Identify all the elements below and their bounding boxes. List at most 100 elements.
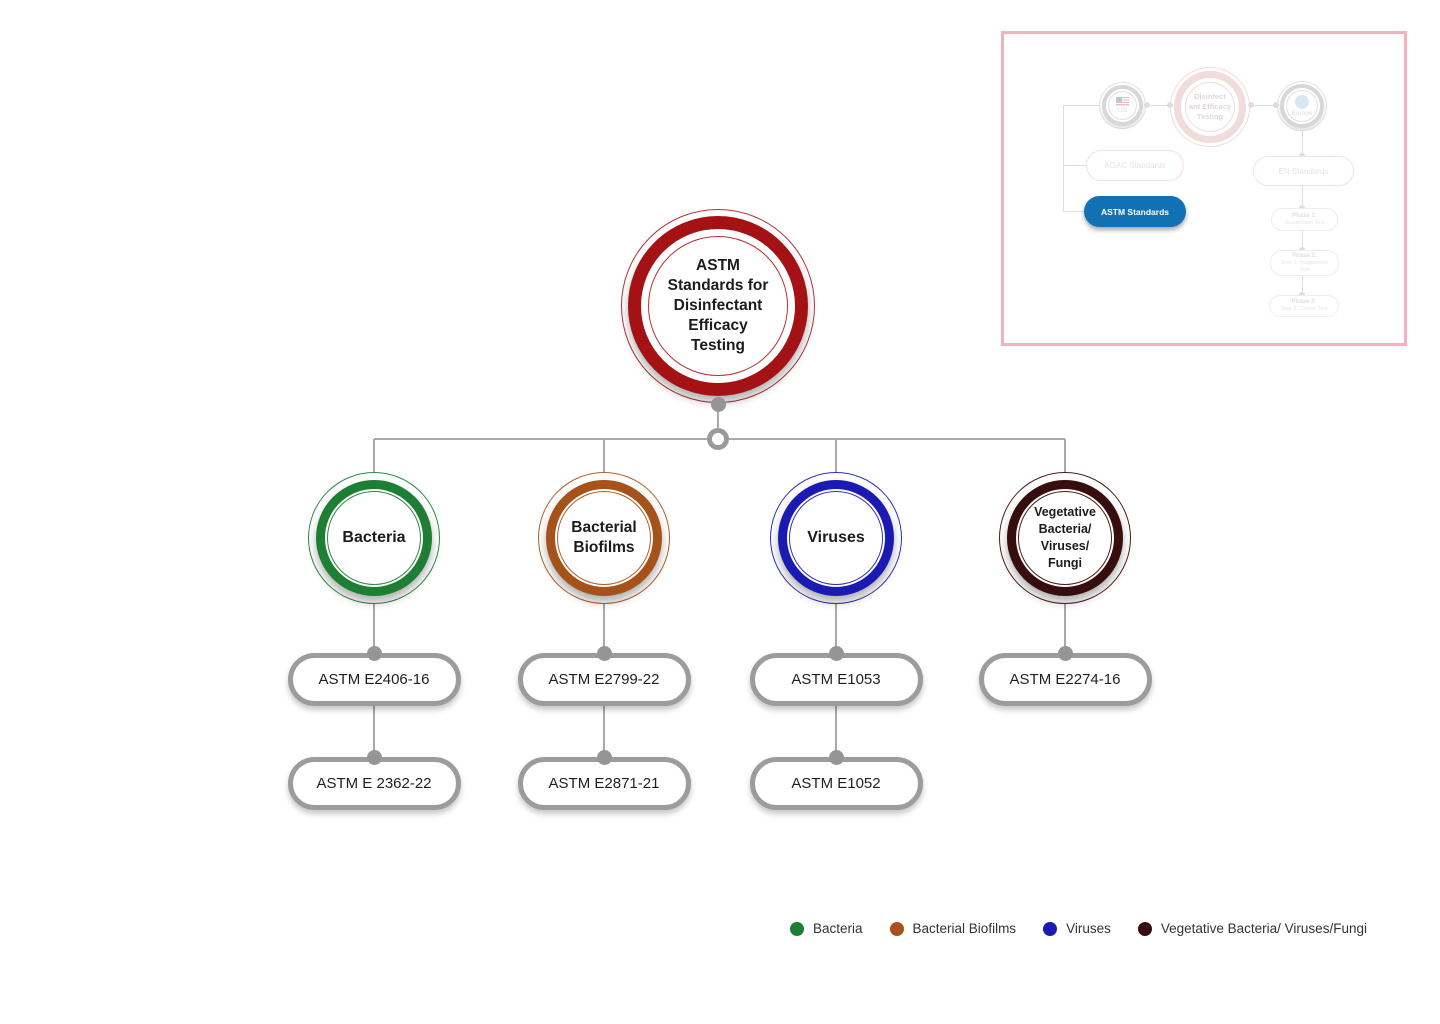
legend-item-bacteria: Bacteria bbox=[790, 921, 863, 936]
pill-astm-e2871-21[interactable]: ASTM E2871-21 bbox=[517, 757, 691, 810]
connector-line bbox=[603, 439, 605, 472]
mm-pill-title: Phase 2: bbox=[1292, 252, 1317, 259]
pill-label: ASTM E1053 bbox=[791, 671, 881, 688]
root-node-astm-standards[interactable]: ASTM Standards for Disinfectant Efficacy… bbox=[621, 209, 815, 403]
mm-connector-dot bbox=[1299, 205, 1305, 211]
mm-pill-astm-standards-active[interactable]: ASTM Standards bbox=[1084, 196, 1186, 227]
branch-junction-circle bbox=[707, 428, 729, 450]
mm-node-disinfectant-efficacy-testing: Disinfect ant Efficacy Testing bbox=[1170, 67, 1250, 147]
connector-line bbox=[835, 439, 837, 472]
pill-astm-e2274-16[interactable]: ASTM E2274-16 bbox=[978, 653, 1152, 706]
node-inner-ring: Vegetative Bacteria/ Viruses/ Fungi bbox=[1018, 491, 1112, 585]
node-label: Vegetative Bacteria/ Viruses/ Fungi bbox=[1034, 505, 1096, 570]
mm-connector-dot bbox=[1248, 102, 1254, 108]
pill-astm-e2406-16[interactable]: ASTM E2406-16 bbox=[287, 653, 461, 706]
mm-connector-line bbox=[1144, 105, 1172, 106]
mm-node-label: Europe bbox=[1291, 110, 1313, 117]
legend-label: Viruses bbox=[1066, 921, 1111, 936]
connector-line bbox=[373, 604, 375, 654]
mm-connector-line bbox=[1063, 105, 1064, 212]
root-connector-dot bbox=[710, 396, 726, 412]
mm-ring bbox=[1170, 67, 1250, 147]
node-bacterial-biofilms[interactable]: Bacterial Biofilms bbox=[538, 472, 670, 604]
mm-pill-label: AOAC Standards bbox=[1104, 161, 1166, 170]
legend-dot-bacteria-icon bbox=[790, 921, 804, 936]
pill-label: ASTM E2871-21 bbox=[548, 775, 660, 792]
mm-connector-dot bbox=[1299, 292, 1305, 298]
legend-item-vegetative: Vegetative Bacteria/ Viruses/Fungi bbox=[1137, 921, 1367, 936]
pill-label: ASTM E2799-22 bbox=[548, 671, 660, 688]
mm-node-label: Disinfect ant Efficacy Testing bbox=[1188, 92, 1232, 121]
node-label: Viruses bbox=[807, 528, 865, 546]
mm-ring bbox=[1099, 82, 1146, 129]
mm-pill-en-standards: EN Standards bbox=[1253, 156, 1354, 186]
node-label: Bacteria bbox=[342, 528, 406, 546]
node-outer-ring bbox=[999, 472, 1131, 604]
pill-label: ASTM E1052 bbox=[791, 775, 881, 792]
mm-connector-line bbox=[1301, 130, 1303, 156]
us-flag-icon bbox=[1116, 97, 1129, 106]
legend-dot-viruses-icon bbox=[1043, 921, 1058, 936]
root-node-label: ASTM Standards for Disinfectant Efficacy… bbox=[667, 256, 769, 355]
mm-pill-label: ASTM Standards bbox=[1100, 206, 1169, 217]
mm-node-us: US bbox=[1099, 82, 1146, 129]
node-inner-ring: Bacteria bbox=[327, 491, 421, 585]
connector-line bbox=[1064, 604, 1066, 654]
root-stem-line bbox=[717, 404, 719, 439]
mm-pill-phase2-step2-carrier-test: Phase 2: Step 2: Carrier Test bbox=[1269, 295, 1339, 317]
connector-dot bbox=[1057, 646, 1073, 661]
mm-pill-label: EN Standards bbox=[1278, 166, 1329, 176]
root-inner-ring: ASTM Standards for Disinfectant Efficacy… bbox=[648, 236, 788, 376]
mm-connector-line bbox=[1301, 276, 1303, 295]
connector-dot bbox=[366, 646, 382, 661]
mm-connector-line bbox=[1063, 211, 1084, 212]
mm-pill-aoac-standards: AOAC Standards bbox=[1086, 150, 1184, 181]
node-outer-ring bbox=[538, 472, 670, 604]
mm-connector-dot bbox=[1299, 247, 1305, 253]
node-viruses[interactable]: Viruses bbox=[770, 472, 902, 604]
connector-line bbox=[835, 706, 837, 758]
minimap-overview-panel[interactable]: US Disinfect ant Efficacy Testing Europe bbox=[1001, 31, 1407, 346]
connector-dot bbox=[596, 750, 612, 765]
mm-connector-dot bbox=[1273, 102, 1279, 108]
mm-pill-title: Phase 2: bbox=[1291, 299, 1317, 306]
mm-ring: Europe bbox=[1286, 90, 1318, 122]
node-outer-ring bbox=[308, 472, 440, 604]
mm-node-label: US bbox=[1117, 107, 1128, 114]
minimap-faded-content: US Disinfect ant Efficacy Testing Europe bbox=[1004, 34, 1404, 343]
node-bacteria[interactable]: Bacteria bbox=[308, 472, 440, 604]
mm-pill-subtitle: Step 1: Suspension Test bbox=[1280, 260, 1329, 273]
node-label: Bacterial Biofilms bbox=[571, 518, 637, 556]
pill-label: ASTM E2406-16 bbox=[318, 671, 430, 688]
node-vegetative-bacteria-viruses-fungi[interactable]: Vegetative Bacteria/ Viruses/ Fungi bbox=[999, 472, 1131, 604]
mm-connector-line bbox=[1301, 186, 1303, 208]
connector-dot bbox=[366, 750, 382, 765]
legend-label: Vegetative Bacteria/ Viruses/Fungi bbox=[1160, 921, 1367, 936]
legend-dot-biofilms-icon bbox=[889, 921, 904, 936]
connector-dot bbox=[596, 646, 612, 661]
europe-circle-icon bbox=[1295, 95, 1309, 109]
mm-connector-line bbox=[1301, 231, 1303, 250]
connector-line bbox=[373, 439, 375, 472]
mm-connector-line bbox=[1250, 105, 1279, 106]
node-inner-ring: Bacterial Biofilms bbox=[557, 491, 651, 585]
node-outer-ring bbox=[770, 472, 902, 604]
legend-label: Bacterial Biofilms bbox=[912, 921, 1017, 936]
mm-ring bbox=[1277, 81, 1327, 131]
legend-label: Bacteria bbox=[813, 921, 863, 936]
mm-ring: US bbox=[1108, 91, 1137, 120]
node-inner-ring: Viruses bbox=[789, 491, 883, 585]
legend-dot-vegetative-icon bbox=[1137, 921, 1152, 936]
connector-line bbox=[603, 604, 605, 654]
mm-connector-dot bbox=[1299, 153, 1305, 159]
mm-connector-dot bbox=[1144, 102, 1150, 108]
us-flag-canton bbox=[1116, 97, 1122, 102]
mm-connector-line bbox=[1063, 165, 1086, 166]
connector-dot bbox=[828, 646, 844, 661]
connector-line bbox=[1064, 439, 1066, 472]
mm-pill-subtitle: Suspension Test bbox=[1284, 219, 1325, 226]
mm-pill-title: Phase 1: bbox=[1292, 212, 1317, 219]
pill-label: ASTM E2274-16 bbox=[1009, 671, 1121, 688]
legend: Bacteria Bacterial Biofilms Viruses Vege… bbox=[790, 921, 1367, 936]
